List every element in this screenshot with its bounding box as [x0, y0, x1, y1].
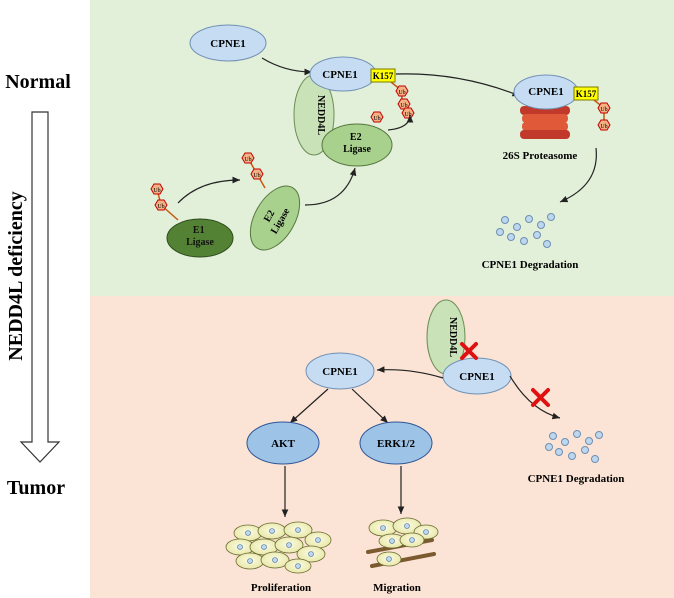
- degradation-label-normal: CPNE1 Degradation: [482, 259, 579, 271]
- cpne1-bound-label-tumor: CPNE1: [459, 371, 494, 383]
- akt-oval: [246, 421, 320, 465]
- proteasome-cpne1-label: CPNE1: [528, 86, 563, 98]
- ub-chain-e2: Ub Ub: [241, 152, 266, 189]
- ub-label: Ub: [600, 107, 607, 113]
- migration-label: Migration: [373, 582, 421, 594]
- k157-label: K157: [373, 71, 394, 81]
- ub-label: Ub: [400, 103, 407, 109]
- degradation-arrow-normal: [559, 147, 597, 203]
- ub-label: Ub: [153, 188, 160, 194]
- cpne1-free-oval: [189, 24, 267, 62]
- proteasome-ub-chain: Ub Ub: [593, 99, 611, 131]
- e2-line-1: E2: [350, 132, 362, 143]
- proteasome-label: 26S Proteasome: [503, 150, 578, 162]
- proteasome-k157-label: K157: [576, 89, 597, 99]
- e1-line-2: Ligase: [186, 237, 214, 248]
- binding-arrow: [261, 57, 313, 76]
- e1-line-1: E1: [193, 225, 205, 236]
- migration-nuclei: [380, 523, 429, 562]
- e1-to-e2-arrow: [177, 176, 241, 204]
- degradation-blocked-x-icon: [531, 388, 550, 407]
- cpne1-free-label-tumor: CPNE1: [322, 366, 357, 378]
- e2-ligase-oval: [321, 123, 393, 167]
- degradation-dots-normal: [496, 213, 555, 248]
- cpne1-bound-label: CPNE1: [322, 69, 357, 81]
- e1-ligase-oval: [166, 218, 234, 258]
- ub-label: Ub: [373, 116, 380, 122]
- k157-tag: [370, 68, 396, 83]
- degradation-dots-tumor: [545, 430, 603, 463]
- ub-chain-bound: Ub Ub Ub Ub: [370, 81, 415, 123]
- normal-label: Normal: [5, 71, 71, 93]
- to-akt-arrow: [289, 388, 329, 424]
- release-arrow: [376, 366, 444, 379]
- to-proteasome-arrow: [395, 73, 521, 97]
- proteasome-26s: [520, 106, 570, 139]
- ub-chain-e1: Ub Ub: [150, 183, 179, 221]
- proliferation-nuclei: [237, 527, 321, 569]
- e2-ligase-label: E2 Ligase: [343, 132, 371, 155]
- proteasome-k157-tag: [573, 86, 599, 101]
- akt-label: AKT: [271, 438, 296, 450]
- proliferation-label: Proliferation: [251, 582, 311, 594]
- binding-blocked-x-icon: [460, 342, 478, 360]
- ub-label: Ub: [398, 90, 405, 96]
- ub-label: Ub: [253, 173, 260, 179]
- nedd4l-label-tumor: NEDD4L: [447, 317, 458, 357]
- ub-transfer-arrow: [387, 114, 414, 131]
- ub-label: Ub: [157, 204, 164, 210]
- degradation-label-tumor: CPNE1 Degradation: [528, 473, 625, 485]
- to-erk-arrow: [351, 388, 389, 424]
- cpne1-free-label: CPNE1: [210, 38, 245, 50]
- e2-line-2: Ligase: [343, 144, 371, 155]
- cpne1-free-oval-tumor: [305, 352, 375, 390]
- ub-label: Ub: [244, 157, 251, 163]
- e2-to-complex-arrow: [304, 167, 357, 206]
- deficiency-arrow: [19, 111, 61, 463]
- erk-oval: [359, 421, 433, 465]
- e1-ligase-label: E1 Ligase: [186, 225, 214, 248]
- erk-label: ERK1/2: [377, 438, 415, 450]
- deficiency-axis-label: NEDD4L deficiency: [5, 191, 27, 360]
- ub-label: Ub: [600, 124, 607, 130]
- tumor-label: Tumor: [7, 477, 65, 499]
- nedd4l-label-normal: NEDD4L: [315, 95, 326, 135]
- e2-ligase-diag-oval: [249, 185, 301, 251]
